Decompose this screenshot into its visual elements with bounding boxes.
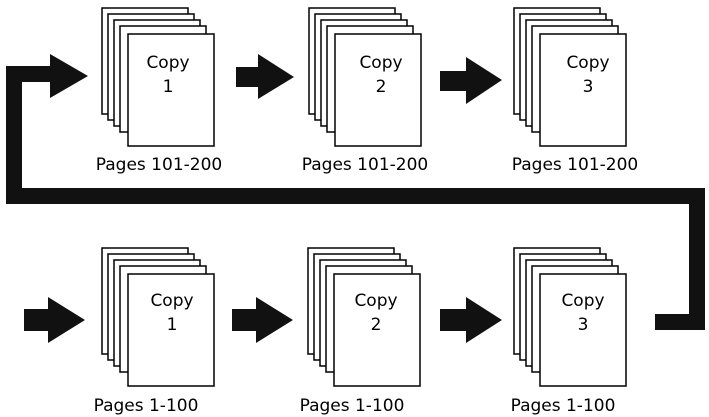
copy-label: Copy <box>566 53 609 73</box>
copy-label: Copy <box>354 291 397 311</box>
pages-label: Pages 1-100 <box>94 396 199 416</box>
pages-label: Pages 101-200 <box>512 155 638 175</box>
copy-number: 3 <box>578 315 589 335</box>
front-page <box>333 273 421 387</box>
copy-number: 2 <box>376 77 387 97</box>
copy-label: Copy <box>359 53 402 73</box>
stack-top-3: Copy 3 <box>513 7 627 147</box>
copy-label: Copy <box>150 291 193 311</box>
copy-number: 3 <box>583 77 594 97</box>
arrow-icon <box>440 57 502 104</box>
arrow-icon <box>232 297 293 343</box>
arrow-icon <box>440 297 502 343</box>
stack-top-2: Copy 2 <box>308 7 422 147</box>
front-page <box>539 273 627 387</box>
pages-label: Pages 101-200 <box>96 155 222 175</box>
pages-label: Pages 101-200 <box>302 155 428 175</box>
stack-top-1: Copy 1 <box>101 7 215 147</box>
flow-path <box>6 54 705 330</box>
stack-bottom-2: Copy 2 <box>307 247 421 387</box>
copy-number: 1 <box>163 77 174 97</box>
copy-number: 1 <box>167 315 178 335</box>
return-path-line <box>6 66 705 330</box>
front-page <box>539 33 627 147</box>
copy-number: 2 <box>371 315 382 335</box>
arrow-icon <box>236 54 294 99</box>
front-page <box>334 33 422 147</box>
return-arrow-head <box>50 54 88 98</box>
copy-label: Copy <box>561 291 604 311</box>
stack-bottom-3: Copy 3 <box>513 247 627 387</box>
stack-bottom-1: Copy 1 <box>101 247 215 387</box>
front-page <box>127 273 215 387</box>
arrow-icon <box>24 297 85 343</box>
pages-label: Pages 1-100 <box>511 396 616 416</box>
copy-label: Copy <box>146 53 189 73</box>
pages-label: Pages 1-100 <box>300 396 405 416</box>
front-page <box>127 33 215 147</box>
row-arrows <box>24 54 502 343</box>
